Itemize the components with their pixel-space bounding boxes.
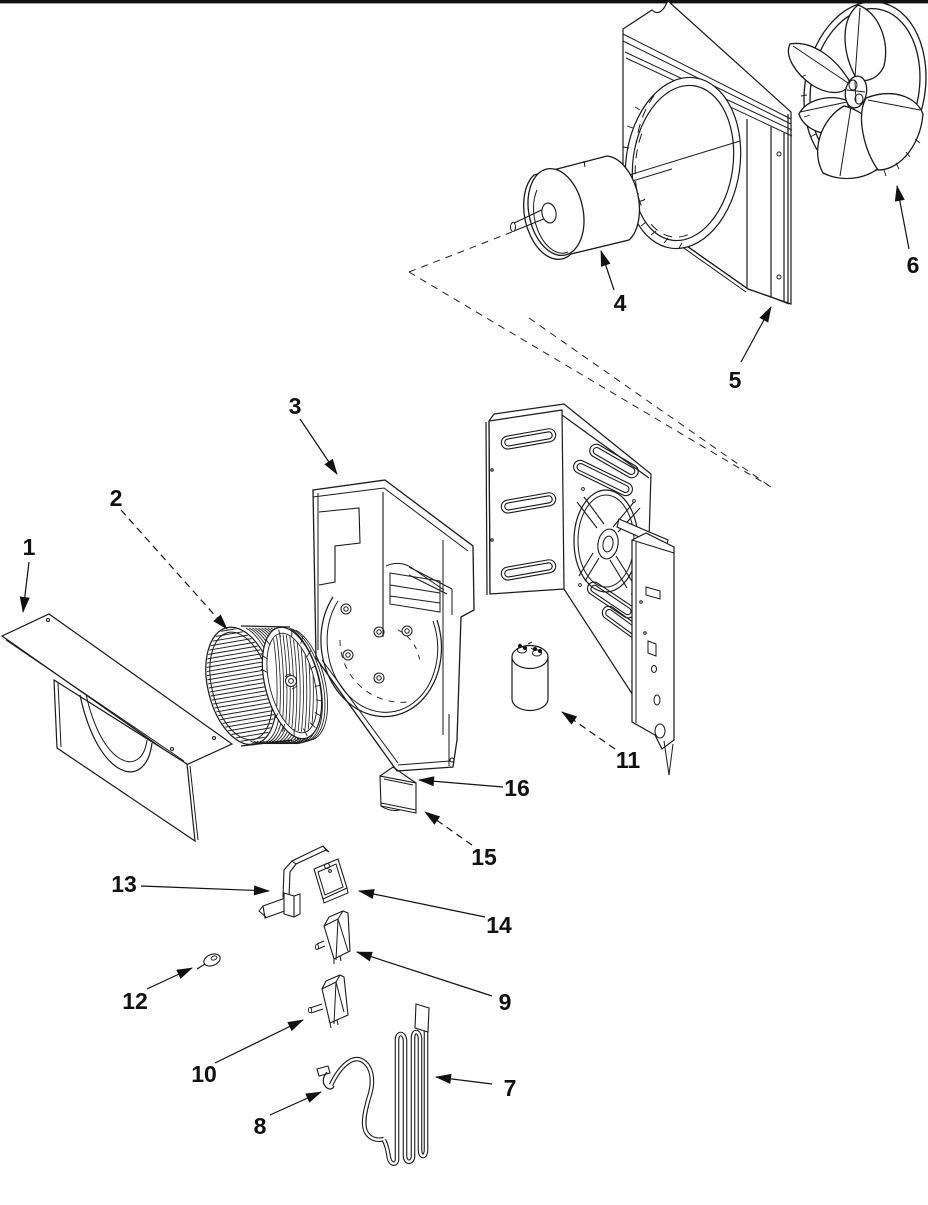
svg-text:13: 13	[111, 871, 137, 897]
svg-text:10: 10	[191, 1061, 217, 1087]
svg-text:2: 2	[110, 485, 123, 511]
svg-text:5: 5	[729, 367, 742, 393]
svg-text:15: 15	[471, 844, 497, 870]
svg-text:11: 11	[616, 747, 641, 773]
svg-text:1: 1	[23, 534, 36, 560]
svg-text:7: 7	[504, 1075, 517, 1101]
svg-text:6: 6	[907, 252, 920, 278]
svg-text:8: 8	[254, 1113, 267, 1139]
svg-text:12: 12	[122, 988, 148, 1014]
svg-text:9: 9	[499, 989, 512, 1015]
svg-text:16: 16	[504, 775, 530, 801]
svg-text:14: 14	[486, 912, 512, 938]
svg-text:4: 4	[614, 290, 627, 316]
svg-text:3: 3	[289, 393, 302, 419]
